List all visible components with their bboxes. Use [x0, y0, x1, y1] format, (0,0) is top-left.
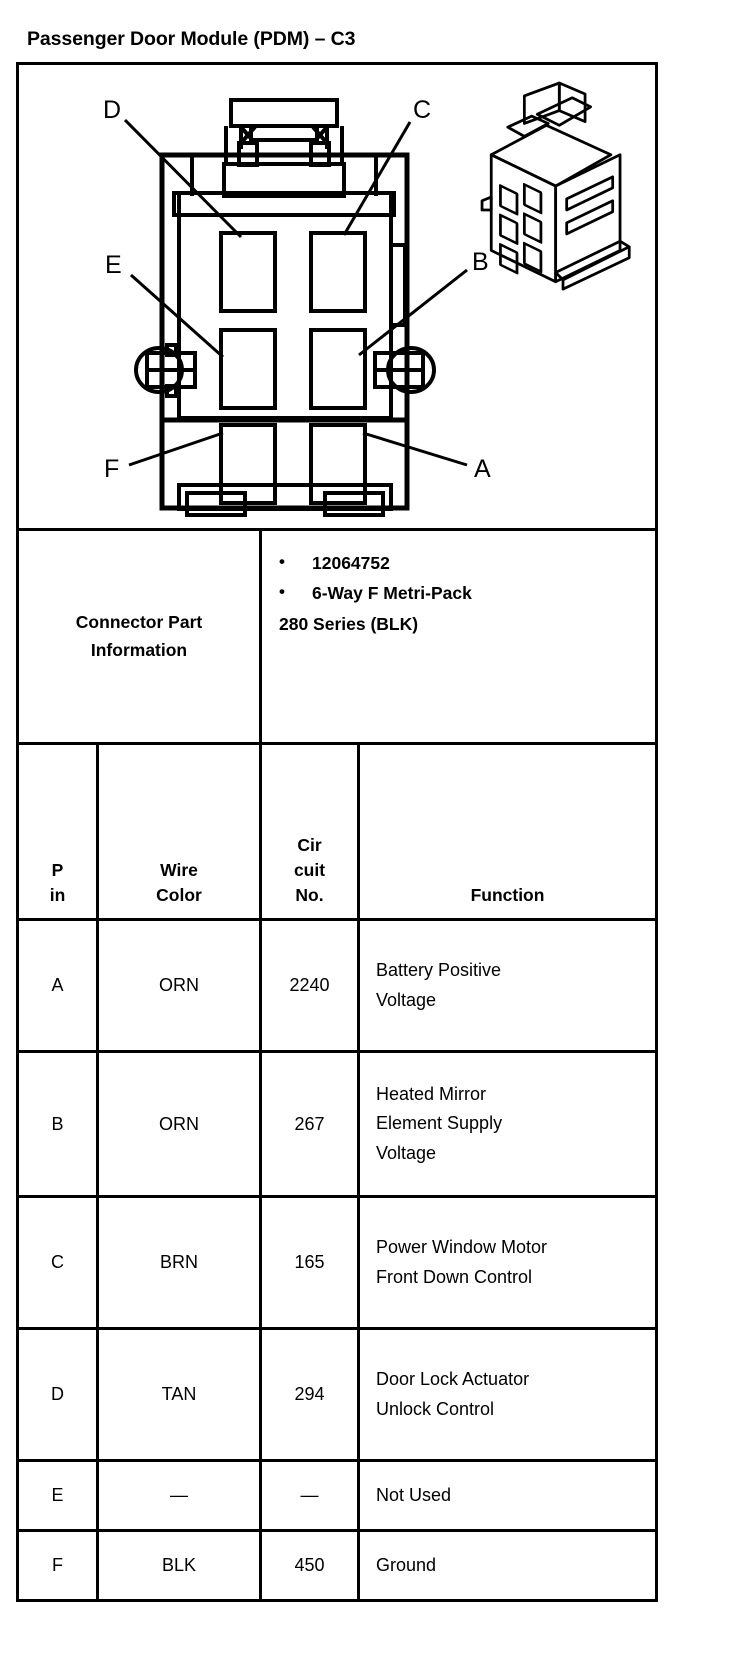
- cell-wire-color: ORN: [96, 1050, 262, 1198]
- callout-label-F: F: [104, 455, 119, 483]
- function-line: Voltage: [376, 989, 437, 1010]
- table-header-row: P in Wire Color Cir cuit No. Function: [16, 742, 658, 921]
- connector-series: 280 Series (BLK): [279, 613, 419, 634]
- function-line: Door Lock Actuator: [376, 1369, 530, 1390]
- connector-graphic: D C E B F A: [19, 65, 655, 528]
- cell-function: Heated Mirror Element Supply Voltage: [357, 1050, 658, 1198]
- cell-circuit-no: —: [259, 1459, 360, 1532]
- bullet-icon: •: [279, 582, 285, 602]
- cell-pin: B: [16, 1050, 99, 1198]
- bullet-icon: •: [279, 552, 285, 571]
- connector-part-bullet-list: • 12064752 • 6-Way F Metri-Pack: [262, 549, 655, 608]
- callout-label-C: C: [413, 96, 431, 124]
- part-number: 12064752: [312, 553, 390, 573]
- header-function-line1: Function: [470, 885, 545, 906]
- header-pin-line1: P: [51, 860, 64, 881]
- function-line: Unlock Control: [376, 1398, 495, 1419]
- graphic-row: D C E B F A: [16, 62, 658, 531]
- header-circuit-line3: No.: [295, 885, 324, 906]
- list-item: • 6-Way F Metri-Pack: [262, 579, 655, 607]
- column-header-wire-color: Wire Color: [96, 742, 262, 921]
- column-header-function: Function: [357, 742, 658, 921]
- table-row: A ORN 2240 Battery Positive Voltage: [16, 918, 658, 1053]
- callout-label-A: A: [474, 455, 491, 483]
- connector-part-info-value: • 12064752 • 6-Way F Metri-Pack 280 Seri…: [259, 528, 658, 745]
- function-line: Front Down Control: [376, 1266, 533, 1287]
- cell-wire-color: BLK: [96, 1529, 262, 1602]
- list-item: • 12064752: [262, 549, 655, 577]
- cell-function: Battery Positive Voltage: [357, 918, 658, 1053]
- header-circuit-line2: cuit: [293, 860, 326, 881]
- cell-function: Not Used: [357, 1459, 658, 1532]
- cell-pin: C: [16, 1195, 99, 1330]
- pin-assignment-table: P in Wire Color Cir cuit No. Function A …: [16, 742, 658, 1602]
- cell-function: Power Window Motor Front Down Control: [357, 1195, 658, 1330]
- function-line: Not Used: [376, 1484, 452, 1505]
- cell-pin: E: [16, 1459, 99, 1532]
- table-row: F BLK 450 Ground: [16, 1529, 658, 1602]
- connector-type: 6-Way F Metri-Pack: [312, 583, 472, 604]
- function-line: Ground: [376, 1554, 437, 1575]
- table-row: D TAN 294 Door Lock Actuator Unlock Cont…: [16, 1327, 658, 1462]
- cell-wire-color: BRN: [96, 1195, 262, 1330]
- connector-graphic-cell: D C E B F A: [16, 62, 658, 531]
- header-wire-line2: Color: [156, 885, 202, 906]
- connector-part-info-row: Connector Part Information • 12064752 • …: [16, 528, 658, 745]
- callout-label-B: B: [472, 248, 489, 276]
- cpi-label-line-1: Connector Part: [75, 612, 203, 633]
- cell-function: Door Lock Actuator Unlock Control: [357, 1327, 658, 1462]
- table-row: E — — Not Used: [16, 1459, 658, 1532]
- cell-circuit-no: 2240: [259, 918, 360, 1053]
- function-line: Element Supply: [376, 1113, 503, 1134]
- column-header-circuit-no: Cir cuit No.: [259, 742, 360, 921]
- page-title: Passenger Door Module (PDM) – C3: [27, 28, 356, 50]
- cell-wire-color: TAN: [96, 1327, 262, 1462]
- function-line: Battery Positive: [376, 960, 502, 981]
- column-header-pin: P in: [16, 742, 99, 921]
- cell-circuit-no: 165: [259, 1195, 360, 1330]
- function-line: Voltage: [376, 1142, 437, 1163]
- cell-wire-color: ORN: [96, 918, 262, 1053]
- header-circuit-line1: Cir: [297, 835, 322, 856]
- cell-circuit-no: 450: [259, 1529, 360, 1602]
- connector-part-info-label: Connector Part Information: [16, 528, 262, 745]
- connector-face-diagram-svg: D C E B F A: [103, 81, 631, 517]
- function-line: Power Window Motor: [376, 1237, 548, 1258]
- cell-wire-color: —: [96, 1459, 262, 1532]
- cell-function: Ground: [357, 1529, 658, 1602]
- table-row: C BRN 165 Power Window Motor Front Down …: [16, 1195, 658, 1330]
- function-line: Heated Mirror: [376, 1084, 487, 1105]
- table-row: B ORN 267 Heated Mirror Element Supply V…: [16, 1050, 658, 1198]
- cell-circuit-no: 294: [259, 1327, 360, 1462]
- cell-pin: F: [16, 1529, 99, 1602]
- callout-label-E: E: [105, 251, 122, 279]
- connector-info-table: D C E B F A: [16, 62, 658, 745]
- callout-label-D: D: [103, 96, 121, 124]
- cpi-label-line-2: Information: [90, 639, 188, 660]
- header-pin-line2: in: [49, 885, 66, 906]
- cell-pin: D: [16, 1327, 99, 1462]
- isometric-connector-illustration: [480, 81, 631, 291]
- header-wire-line1: Wire: [160, 860, 198, 881]
- cell-circuit-no: 267: [259, 1050, 360, 1198]
- cell-pin: A: [16, 918, 99, 1053]
